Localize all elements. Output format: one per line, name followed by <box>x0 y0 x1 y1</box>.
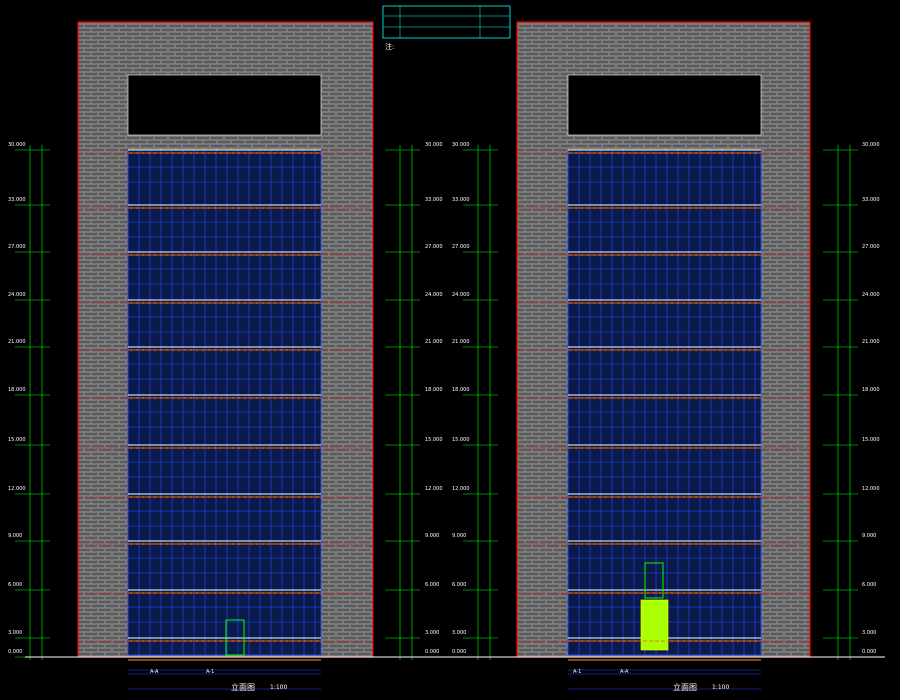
elevation-label: 27.000 <box>862 244 880 250</box>
elevation-label: 0.000 <box>452 649 467 655</box>
elevation-label: 24.000 <box>862 292 880 298</box>
elevation-label: 12.000 <box>862 486 880 492</box>
elevation-label: 30.000 <box>425 142 443 148</box>
axis-label: A-1 <box>573 669 582 675</box>
elevation-label: 15.000 <box>862 437 880 443</box>
elevation-label: 18.000 <box>425 387 443 393</box>
right-drawing-title: 立面图 <box>673 683 697 692</box>
left-drawing-title: 立面图 <box>231 683 255 692</box>
elevation-label: 15.000 <box>425 437 443 443</box>
elevation-label: 24.000 <box>452 292 470 298</box>
left-window-field <box>127 149 322 690</box>
elevation-label: 6.000 <box>425 582 440 588</box>
axis-label: A-A <box>150 669 159 675</box>
curtain-wall <box>127 149 322 656</box>
elevation-label: 18.000 <box>8 387 26 393</box>
elevation-label: 27.000 <box>8 244 26 250</box>
elevation-label: 9.000 <box>862 533 877 539</box>
elevation-label: 27.000 <box>452 244 470 250</box>
elevation-label: 9.000 <box>452 533 467 539</box>
elevation-label: 0.000 <box>425 649 440 655</box>
elevation-label: 33.000 <box>8 197 26 203</box>
curtain-wall <box>567 149 762 656</box>
elevation-label: 12.000 <box>8 486 26 492</box>
title-block-table <box>382 5 511 39</box>
elevation-label: 15.000 <box>452 437 470 443</box>
elevation-label: 6.000 <box>8 582 23 588</box>
left-elevation <box>77 21 374 690</box>
elevation-label: 3.000 <box>425 630 440 636</box>
elevation-label: 0.000 <box>8 649 23 655</box>
elevation-label: 15.000 <box>8 437 26 443</box>
elevation-label: 9.000 <box>8 533 23 539</box>
elevation-label: 21.000 <box>8 339 26 345</box>
elevation-label: 12.000 <box>425 486 443 492</box>
right-entrance-canopy <box>640 599 669 651</box>
left-roof-opening <box>127 74 322 136</box>
elevation-label: 6.000 <box>862 582 877 588</box>
right-roof-opening <box>567 74 762 136</box>
right-drawing-scale: 1:100 <box>712 684 730 691</box>
elevation-label: 18.000 <box>862 387 880 393</box>
axis-label: A-A <box>620 669 629 675</box>
elevation-label: 21.000 <box>425 339 443 345</box>
elevation-label: 24.000 <box>8 292 26 298</box>
left-door[interactable] <box>225 619 245 656</box>
notes-title: 注: <box>385 43 395 51</box>
elevation-label: 33.000 <box>452 197 470 203</box>
elevation-label: 30.000 <box>862 142 880 148</box>
elevation-label: 24.000 <box>425 292 443 298</box>
elevation-label: 6.000 <box>452 582 467 588</box>
right-elevation <box>516 21 811 690</box>
left-drawing-scale: 1:100 <box>270 684 288 691</box>
elevation-label: 33.000 <box>425 197 443 203</box>
elevation-label: 33.000 <box>862 197 880 203</box>
elevation-label: 9.000 <box>425 533 440 539</box>
elevation-label: 21.000 <box>862 339 880 345</box>
elevation-label: 21.000 <box>452 339 470 345</box>
elevation-label: 12.000 <box>452 486 470 492</box>
elevation-label: 3.000 <box>862 630 877 636</box>
elevation-label: 30.000 <box>8 142 26 148</box>
elevation-label: 3.000 <box>452 630 467 636</box>
elevation-label: 18.000 <box>452 387 470 393</box>
axis-label: A-1 <box>206 669 215 675</box>
elevation-label: 0.000 <box>862 649 877 655</box>
elevation-label: 27.000 <box>425 244 443 250</box>
elevation-label: 3.000 <box>8 630 23 636</box>
right-door[interactable] <box>644 562 664 599</box>
elevation-label: 30.000 <box>452 142 470 148</box>
